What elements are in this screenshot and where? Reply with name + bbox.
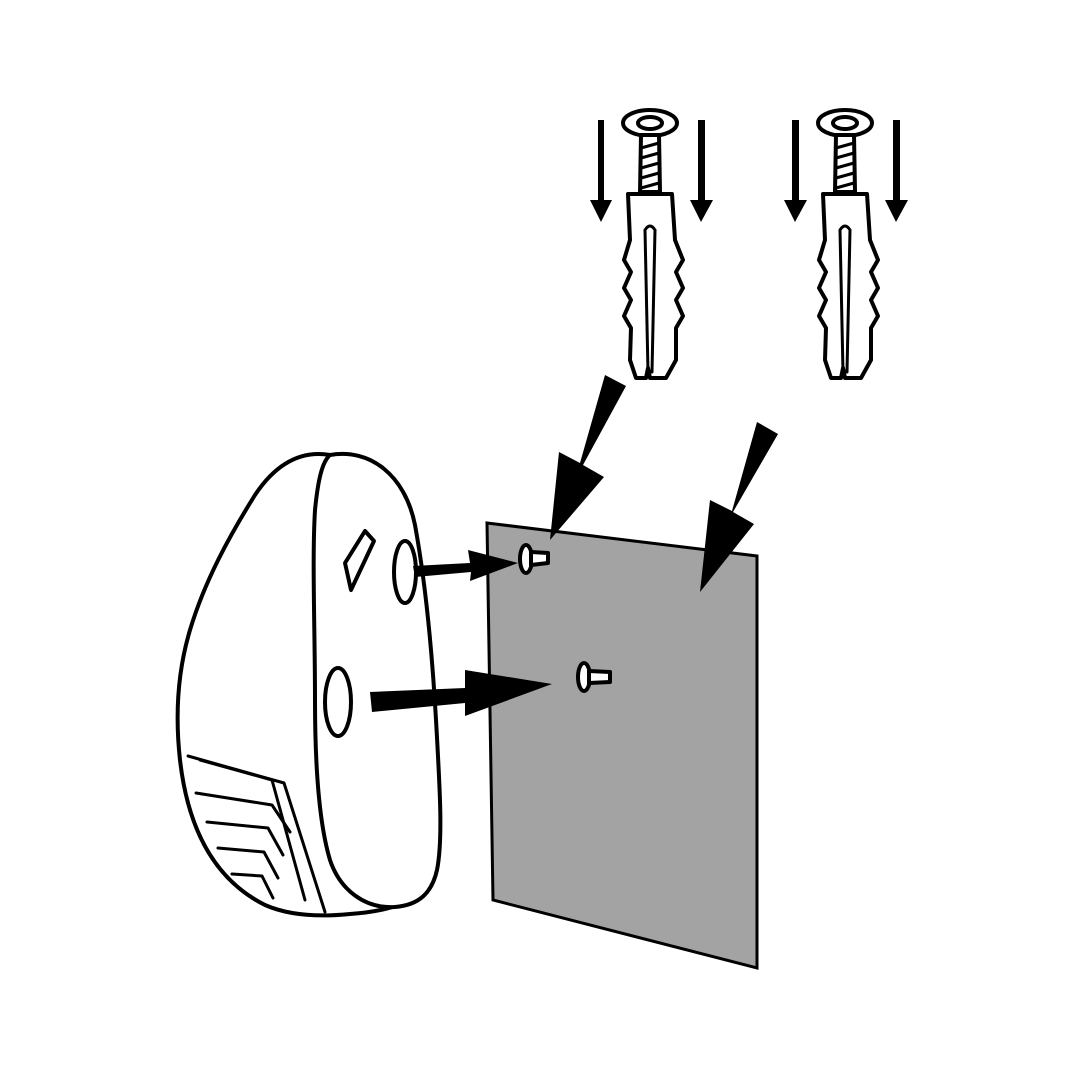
wall-screw-lower <box>576 661 612 693</box>
device-icon <box>175 451 443 918</box>
device-slot <box>343 529 376 592</box>
wall-plug-icon-right <box>784 108 908 380</box>
arrow-icon-lower-right <box>370 670 552 716</box>
wall-plug-icon-left <box>590 108 713 380</box>
arrow-icon-diagonal-right <box>700 422 778 592</box>
device-hole-lower <box>323 666 353 738</box>
arrow-icon-diagonal-left <box>550 375 626 540</box>
device-hole-upper <box>392 539 418 605</box>
arrow-icon-upper-right <box>413 550 518 581</box>
wall-screw-upper <box>518 543 550 575</box>
wall-panel <box>485 521 759 970</box>
device-vent-grille <box>186 754 327 914</box>
